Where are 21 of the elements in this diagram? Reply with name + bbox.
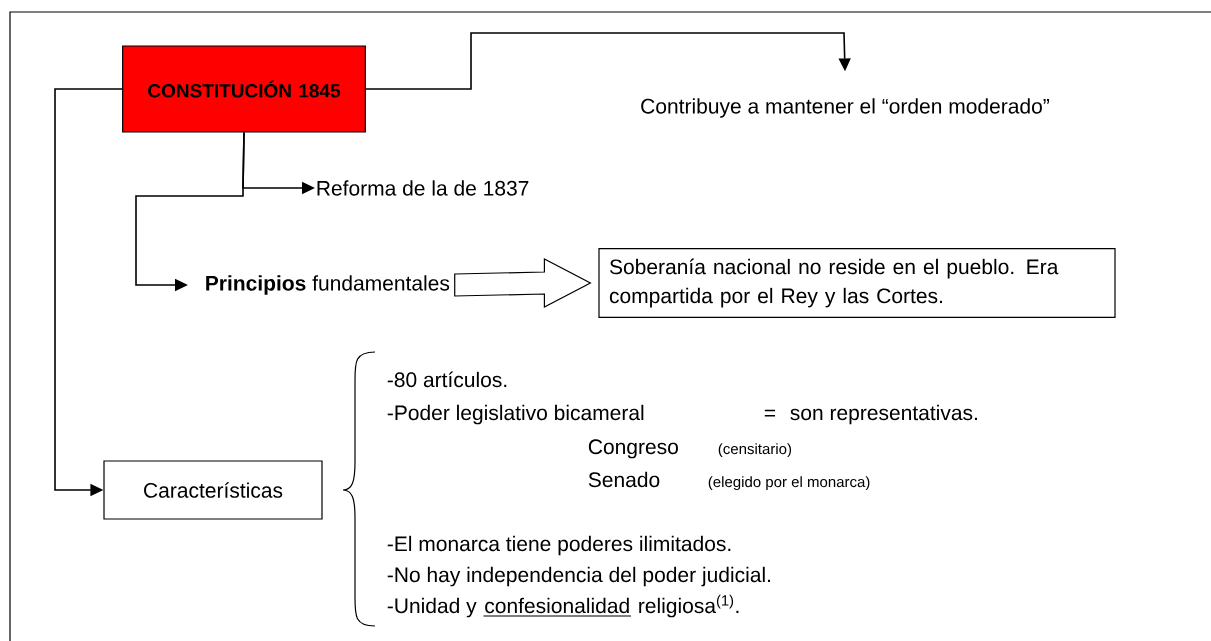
list-item: son representativas. xyxy=(790,404,977,425)
equals-sign: = xyxy=(764,409,776,417)
list-item: Senado xyxy=(588,471,660,488)
note-text: Reforma de la de 1837 xyxy=(317,180,529,196)
info-box: Soberanía nacional no reside en el pueblo. Era compartida por el Rey y las Cortes. xyxy=(598,248,1116,319)
title-box: CONSTITUCIÓN 1845 xyxy=(122,45,366,133)
note: (elegido por el monarca) xyxy=(708,476,870,491)
note: (censitario) xyxy=(718,443,792,458)
block-arrow xyxy=(454,258,592,308)
arrow xyxy=(365,32,851,90)
note-text: Contribuye a mantener el “orden moderado” xyxy=(641,98,1049,118)
list-item: Congreso xyxy=(588,439,678,459)
list-item: -Unidad y xyxy=(387,597,477,618)
list-item: -80 artículos. xyxy=(387,371,507,388)
list-item: -El monarca tiene poderes ilimitados. xyxy=(387,535,731,556)
list-item: -Poder legislativo bicameral xyxy=(387,404,644,425)
list-item: confesionalidad xyxy=(485,597,629,614)
principles-text: Principios fundamentales xyxy=(206,275,450,295)
characteristics-box: Características xyxy=(103,460,323,520)
list-item: religiosa$^{(1)}$. xyxy=(639,594,739,618)
list-item: -No hay independencia del poder judicial. xyxy=(387,566,771,587)
